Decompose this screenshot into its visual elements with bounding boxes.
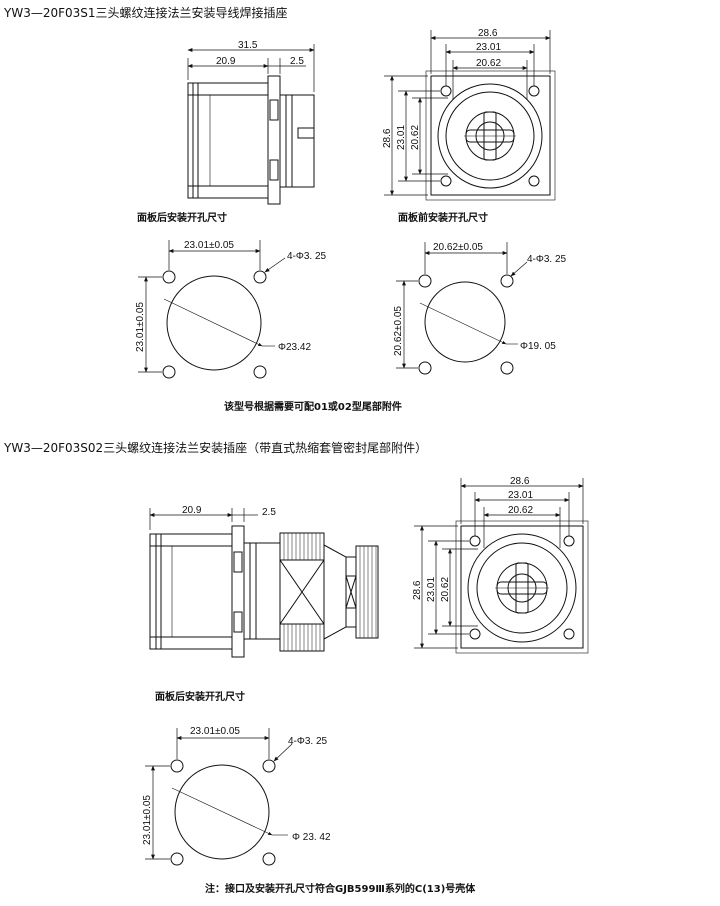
s1-rear-holes: 4-Φ3. 25	[287, 251, 327, 262]
s2-rear-spacing: 23.01±0.05	[190, 726, 240, 737]
s1-front-spacing: 20.62±0.05	[433, 242, 483, 253]
s1-front-vdim-inner: 20.62	[410, 125, 421, 150]
section1-front-cutout-label: 面板前安装开孔尺寸	[398, 213, 488, 224]
s2-front-vdim-inner: 20.62	[440, 577, 451, 602]
s1-rear-bore: Φ23.42	[278, 342, 311, 353]
s1-front-dim-mid: 23.01	[476, 42, 501, 53]
section1-note: 该型号根据需要可配01或02型尾部附件	[224, 402, 402, 413]
s2-rear-bore: Φ 23. 42	[292, 832, 331, 843]
section2-title: YW3—20F03S02三头螺纹连接法兰安装插座（带直式热缩套管密封尾部附件）	[4, 441, 428, 455]
s1-dim-flange: 2.5	[290, 56, 304, 67]
s2-side-view	[149, 508, 379, 658]
s2-rear-cutout	[145, 728, 293, 866]
s1-front-dim-outer: 28.6	[478, 28, 498, 39]
section1-title: YW3—20F03S1三头螺纹连接法兰安装导线焊接插座	[4, 6, 288, 20]
s2-front-vdim-outer: 28.6	[412, 580, 423, 600]
s1-front-vspacing: 20.62±0.05	[393, 306, 404, 356]
s2-dim-flange: 2.5	[262, 507, 276, 518]
s2-dim-body: 20.9	[182, 505, 202, 516]
s2-front-vdim-mid: 23.01	[426, 577, 437, 602]
s1-side-view	[187, 44, 315, 205]
s2-rear-vspacing: 23.01±0.05	[142, 795, 153, 845]
s1-front-holes: 4-Φ3. 25	[527, 254, 567, 265]
s2-front-dim-outer: 28.6	[510, 476, 530, 487]
s1-front-cutout	[396, 242, 528, 375]
s1-dim-body: 20.9	[216, 56, 236, 67]
s2-front-dim-inner: 20.62	[508, 505, 533, 516]
s2-front-view	[414, 478, 589, 654]
section2-footnote: 注：接口及安装开孔尺寸符合GJB599Ⅲ系列的C(13)号壳体	[205, 884, 476, 895]
s1-front-view	[384, 30, 556, 201]
s1-rear-spacing: 23.01±0.05	[184, 240, 234, 251]
section1-rear-cutout-label: 面板后安装开孔尺寸	[137, 213, 227, 224]
section2-rear-cutout-label: 面板后安装开孔尺寸	[155, 692, 245, 703]
s2-front-dim-mid: 23.01	[508, 490, 533, 501]
s1-front-dim-inner: 20.62	[476, 58, 501, 69]
s1-rear-vspacing: 23.01±0.05	[135, 302, 146, 352]
s1-front-vdim-mid: 23.01	[396, 125, 407, 150]
s1-dim-overall: 31.5	[238, 40, 258, 51]
s1-rear-cutout	[138, 240, 286, 379]
s1-front-vdim-outer: 28.6	[382, 128, 393, 148]
s1-front-bore: Φ19. 05	[520, 341, 556, 352]
s2-rear-holes: 4-Φ3. 25	[288, 736, 328, 747]
